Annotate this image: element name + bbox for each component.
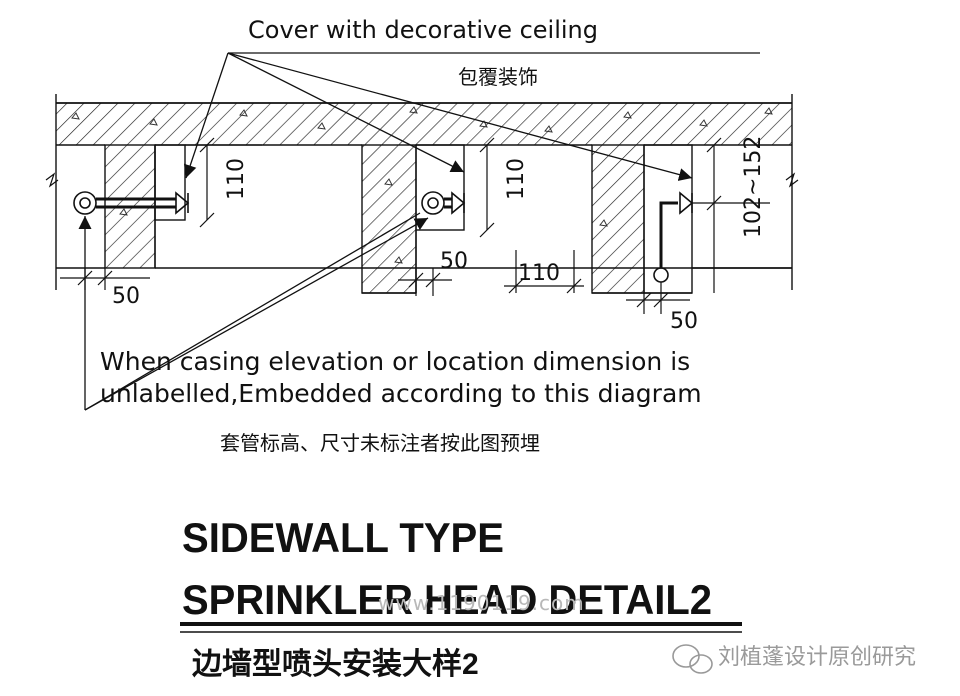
title-line2: SPRINKLER HEAD DETAIL2	[182, 576, 712, 623]
watermark-brand: 刘植蓬设计原创研究	[718, 645, 916, 670]
dimension-lines	[60, 137, 770, 314]
sprinkler-head-2	[421, 191, 466, 215]
sprinkler-head-1	[73, 191, 190, 215]
ceiling-slab	[55, 94, 793, 290]
title-line1: SIDEWALL TYPE	[182, 514, 504, 561]
dim-110-left-label: 110	[224, 158, 249, 200]
cover-annotation-en: Cover with decorative ceiling	[248, 16, 598, 44]
dim-110-middle-label: 110	[504, 158, 529, 200]
dim-110-bottom-label: 110	[518, 261, 560, 286]
cover-annotation-cn: 包覆装饰	[458, 65, 538, 89]
note-leaders	[78, 212, 429, 411]
title-cn: 边墙型喷头安装大样2	[192, 648, 479, 681]
cover-leaders	[183, 52, 760, 181]
note-cn: 套管标高、尺寸未标注者按此图预埋	[220, 431, 540, 455]
middle-beam	[361, 144, 417, 294]
watermark-url: www.1190119.com	[378, 591, 585, 615]
dim-102-152-label: 102~152	[741, 136, 766, 238]
break-marks	[45, 172, 799, 188]
right-beam	[591, 144, 645, 294]
decorative-ceiling-boxes	[56, 144, 792, 294]
dim-50-left-label: 50	[112, 284, 140, 309]
dim-50-right-label: 50	[670, 309, 698, 334]
note-en-line1: When casing elevation or location dimens…	[100, 347, 690, 376]
dim-50-middle-label: 50	[440, 249, 468, 274]
note-en-line2: unlabelled,Embedded according to this di…	[100, 379, 702, 408]
wechat-icon	[672, 644, 713, 674]
